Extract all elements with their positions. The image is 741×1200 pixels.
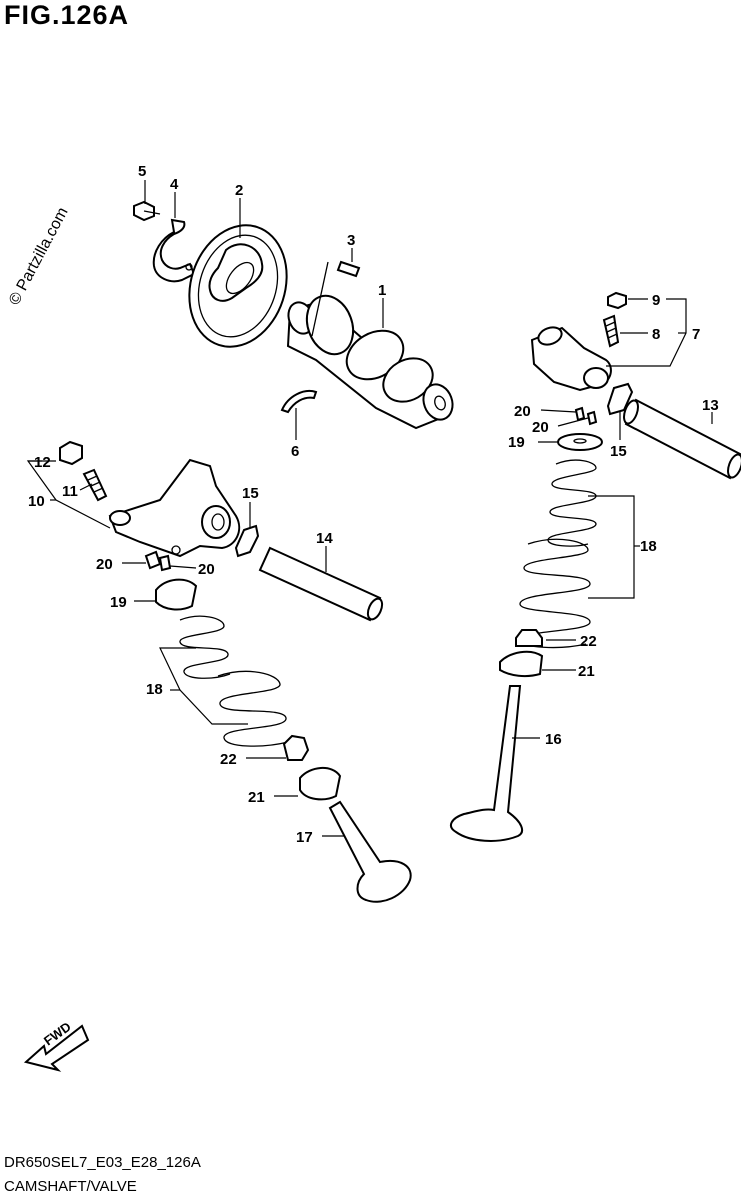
part-19-retainer-right[interactable] [557,433,603,451]
part-15-washer-left[interactable] [234,524,260,558]
part-1-camshaft[interactable] [284,261,457,430]
callout-12[interactable]: 12 [34,454,51,471]
callout-10[interactable]: 10 [28,493,45,510]
callout-22-right[interactable]: 22 [580,633,597,650]
callout-15-right[interactable]: 15 [610,443,627,460]
part-18-springs-left[interactable] [179,615,289,747]
callout-20-left-a[interactable]: 20 [96,556,113,573]
part-20-cotter-left[interactable] [144,550,172,572]
part-20-cotter-right[interactable] [574,406,598,426]
part-13-rocker-shaft[interactable] [621,398,741,480]
part-9-nut[interactable] [607,291,627,310]
part-15-washer-right[interactable] [606,382,634,416]
callout-21-right[interactable]: 21 [578,663,595,680]
part-5-bolt[interactable] [133,200,161,222]
part-7-rocker-arm[interactable] [530,324,612,392]
callout-1[interactable]: 1 [378,282,386,299]
callout-19-left[interactable]: 19 [110,594,127,611]
callout-20-left-b[interactable]: 20 [198,561,215,578]
callout-17[interactable]: 17 [296,829,313,846]
callout-18-left[interactable]: 18 [146,681,163,698]
callout-15-left[interactable]: 15 [242,485,259,502]
fwd-arrow-icon: FWD [23,1019,90,1072]
callout-3[interactable]: 3 [347,232,355,249]
callout-19-right[interactable]: 19 [508,434,525,451]
part-22-seal-right[interactable] [515,629,543,647]
callout-11[interactable]: 11 [62,483,78,500]
callout-22-left[interactable]: 22 [220,751,237,768]
part-11-adjust-screw[interactable] [82,468,108,502]
part-21-seat-right[interactable] [499,650,544,678]
part-16-valve[interactable] [449,685,524,842]
figure-title: FIG.126A [4,0,130,30]
callout-20-right-lower[interactable]: 20 [532,419,549,436]
part-12-nut[interactable] [59,440,83,466]
callout-20-right-upper[interactable]: 20 [514,403,531,420]
part-19-retainer-left[interactable] [155,578,198,611]
callout-14[interactable]: 14 [316,530,333,547]
callout-2[interactable]: 2 [235,182,243,199]
part-18-springs-right[interactable] [519,459,597,649]
callout-13[interactable]: 13 [702,397,719,414]
callout-8[interactable]: 8 [652,326,660,343]
diagram-code: DR650SEL7_E03_E28_126A [4,1154,201,1171]
part-17-valve[interactable] [328,800,412,903]
part-8-adjust-screw[interactable] [602,314,620,348]
part-22-seal-left[interactable] [282,734,310,761]
callout-4[interactable]: 4 [170,176,179,193]
callout-21-left[interactable]: 21 [248,789,265,806]
part-6-clip[interactable] [280,390,318,414]
part-14-rocker-shaft[interactable] [258,546,385,622]
callout-16[interactable]: 16 [545,731,562,748]
part-4-bracket[interactable] [152,218,196,283]
diagram-name: CAMSHAFT/VALVE [4,1178,137,1195]
callout-labels: 5 4 2 3 1 6 9 8 7 13 15 20 20 19 18 22 2… [28,163,719,846]
part-3-pin[interactable] [336,260,361,278]
part-10-rocker-arm[interactable] [108,458,241,558]
part-21-seat-left[interactable] [299,767,342,801]
callout-5[interactable]: 5 [138,163,146,180]
callout-7[interactable]: 7 [692,326,700,343]
callout-18-right[interactable]: 18 [640,538,657,555]
callout-6[interactable]: 6 [291,443,299,460]
callout-9[interactable]: 9 [652,292,660,309]
part-2-cam-sprocket[interactable] [174,213,302,360]
leader-lines [26,180,713,837]
